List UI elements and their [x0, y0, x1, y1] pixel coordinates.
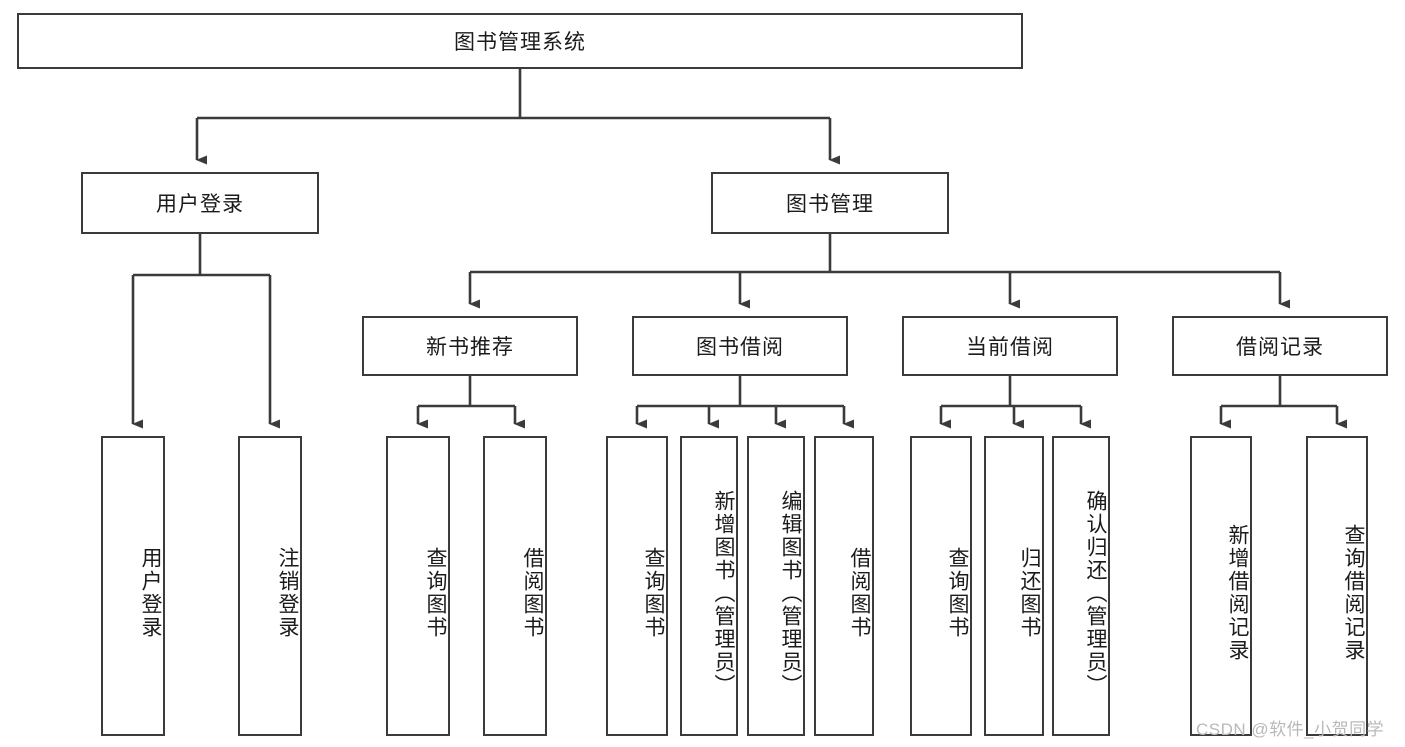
- node-leaf-query-book-borrow-label: 查询图书: [642, 547, 665, 639]
- node-new-book-recommend[interactable]: 新书推荐: [362, 316, 578, 376]
- node-leaf-user-login[interactable]: 用户登录: [101, 436, 165, 736]
- watermark: CSDN @软件_小贺同学: [1196, 720, 1385, 739]
- node-current-borrow[interactable]: 当前借阅: [902, 316, 1118, 376]
- node-leaf-edit-book[interactable]: 编辑图书（管理员）: [747, 436, 805, 736]
- node-leaf-confirm-return-label: 确认归还（管理员）: [1084, 489, 1107, 697]
- node-borrow-record-label: 借阅记录: [1236, 336, 1324, 359]
- node-root[interactable]: 图书管理系统: [17, 13, 1023, 69]
- node-leaf-edit-book-label: 编辑图书（管理员）: [779, 489, 802, 697]
- node-leaf-query-book-newbook-label: 查询图书: [424, 547, 447, 639]
- node-leaf-confirm-return[interactable]: 确认归还（管理员）: [1052, 436, 1110, 736]
- node-root-label: 图书管理系统: [454, 31, 586, 54]
- node-leaf-borrow-book[interactable]: 借阅图书: [814, 436, 874, 736]
- node-leaf-query-book-current[interactable]: 查询图书: [910, 436, 972, 736]
- node-leaf-query-book-current-label: 查询图书: [946, 547, 969, 639]
- node-leaf-return-book-label: 归还图书: [1018, 547, 1041, 639]
- node-leaf-borrow-book-newbook-label: 借阅图书: [521, 547, 544, 639]
- node-user-login[interactable]: 用户登录: [81, 172, 319, 234]
- node-current-borrow-label: 当前借阅: [966, 336, 1054, 359]
- node-book-borrow-label: 图书借阅: [696, 336, 784, 359]
- node-leaf-borrow-book-label: 借阅图书: [848, 547, 871, 639]
- node-user-login-label: 用户登录: [156, 193, 244, 216]
- node-leaf-user-logout-label: 注销登录: [276, 547, 299, 639]
- node-leaf-add-book[interactable]: 新增图书（管理员）: [680, 436, 738, 736]
- node-leaf-query-borrow-record[interactable]: 查询借阅记录: [1306, 436, 1368, 736]
- node-new-book-recommend-label: 新书推荐: [426, 336, 514, 359]
- node-leaf-return-book[interactable]: 归还图书: [984, 436, 1044, 736]
- node-leaf-query-book-newbook[interactable]: 查询图书: [386, 436, 450, 736]
- node-book-management[interactable]: 图书管理: [711, 172, 949, 234]
- node-leaf-add-borrow-record-label: 新增借阅记录: [1226, 524, 1249, 662]
- node-book-borrow[interactable]: 图书借阅: [632, 316, 848, 376]
- node-leaf-add-book-label: 新增图书（管理员）: [712, 489, 735, 697]
- node-leaf-add-borrow-record[interactable]: 新增借阅记录: [1190, 436, 1252, 736]
- node-leaf-borrow-book-newbook[interactable]: 借阅图书: [483, 436, 547, 736]
- node-leaf-query-borrow-record-label: 查询借阅记录: [1342, 524, 1365, 662]
- node-book-management-label: 图书管理: [786, 193, 874, 216]
- node-leaf-query-book-borrow[interactable]: 查询图书: [606, 436, 668, 736]
- node-leaf-user-logout[interactable]: 注销登录: [238, 436, 302, 736]
- node-leaf-user-login-label: 用户登录: [139, 547, 162, 639]
- node-borrow-record[interactable]: 借阅记录: [1172, 316, 1388, 376]
